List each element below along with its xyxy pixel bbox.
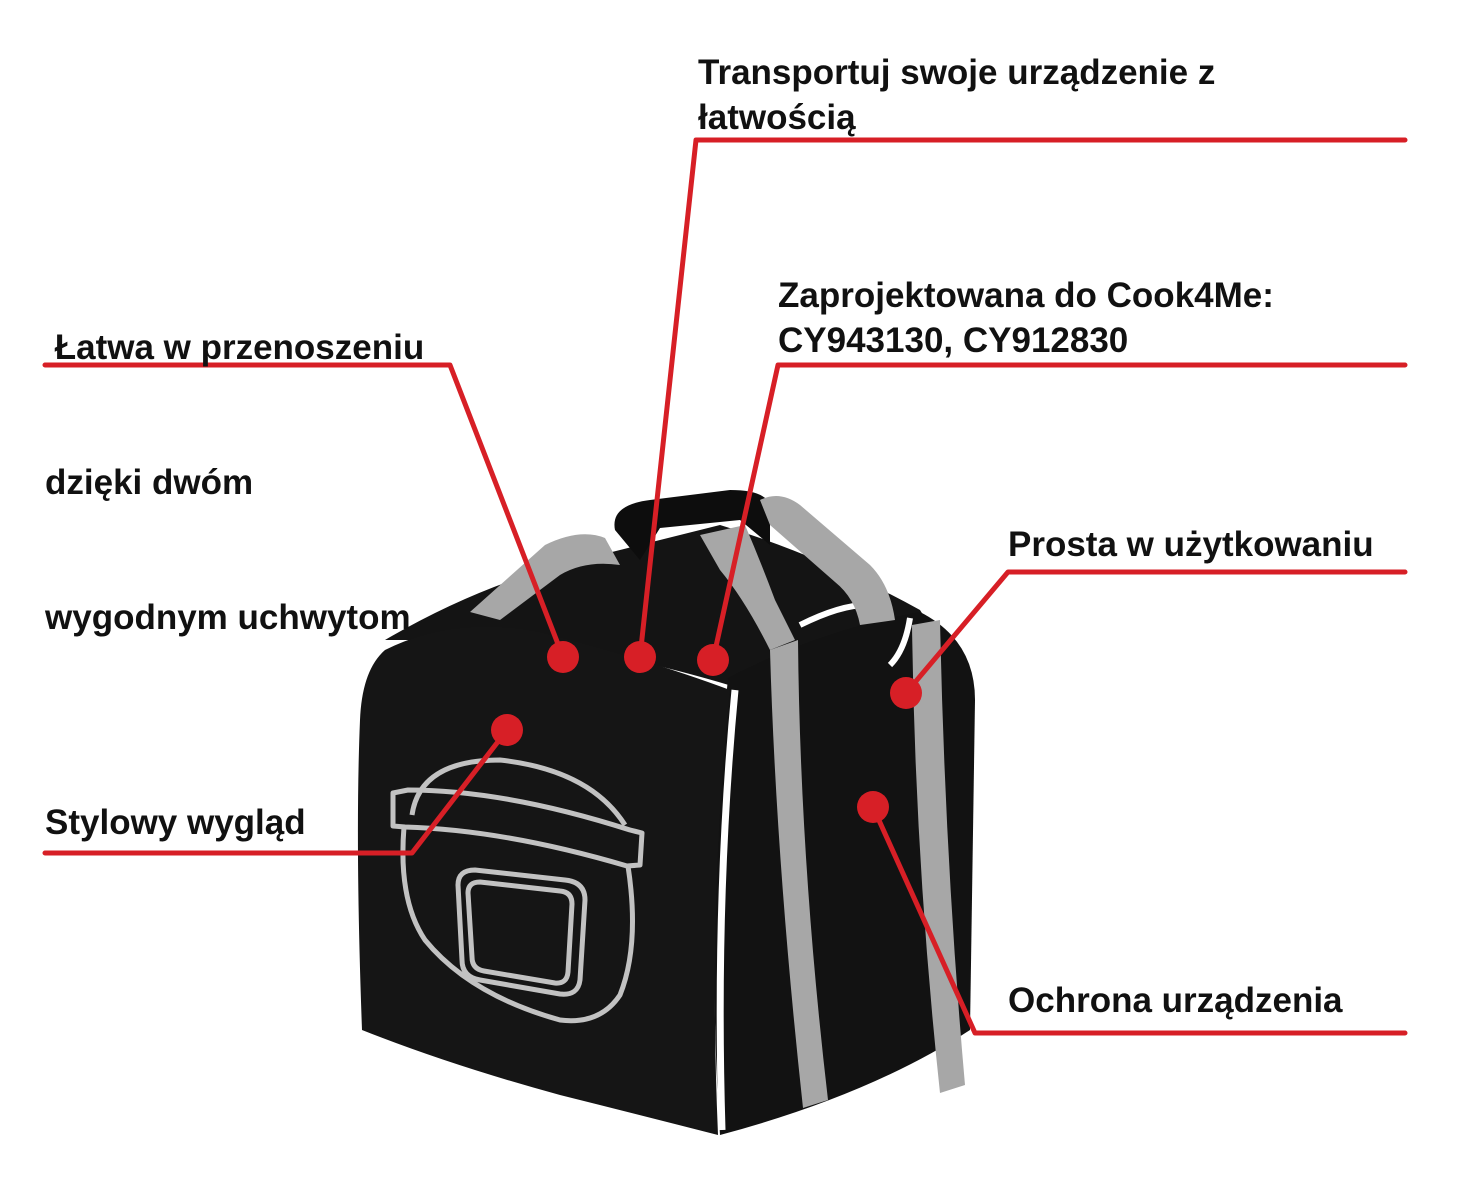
cooker-outline-icon xyxy=(390,757,645,1024)
callout-line-designed xyxy=(710,362,1408,663)
strap-left-icon xyxy=(470,534,620,620)
callout-text: łatwością xyxy=(698,98,856,137)
zipper-trim xyxy=(716,689,739,1131)
callout-line-handles xyxy=(42,362,566,660)
callout-dot-designed xyxy=(697,644,729,676)
back-handle-icon xyxy=(614,490,770,560)
callout-dot-protection xyxy=(857,791,889,823)
strap-top-icon xyxy=(760,496,895,625)
callout-dots xyxy=(491,641,922,823)
callout-dot-handles xyxy=(547,641,579,673)
callout-text: CY943130, CY912830 xyxy=(778,321,1129,360)
callout-line-simple xyxy=(903,569,1408,696)
callout-dot-simple xyxy=(890,677,922,709)
callout-text: Transportuj swoje urządzenie z xyxy=(698,53,1216,92)
callout-text: dzięki dwóm xyxy=(45,463,254,502)
callout-line-style xyxy=(42,727,510,856)
strap-front-vertical-icon xyxy=(770,640,828,1108)
callout-line-protection xyxy=(870,804,1408,1036)
callout-text: Zaprojektowana do Cook4Me: xyxy=(778,276,1274,315)
callout-label-protection: Ochrona urządzenia xyxy=(1008,978,1343,1023)
strap-center-icon xyxy=(700,525,795,650)
callout-label-transport: Transportuj swoje urządzenie z łatwością xyxy=(698,50,1215,140)
zipper-trim-side xyxy=(887,617,913,668)
callout-text: Prosta w użytkowaniu xyxy=(1008,525,1374,564)
callout-label-simple: Prosta w użytkowaniu xyxy=(1008,522,1374,567)
callout-text: Stylowy wygląd xyxy=(45,803,306,842)
carry-bag xyxy=(357,490,975,1135)
callout-text: wygodnym uchwytom xyxy=(45,598,411,637)
callout-text: Ochrona urządzenia xyxy=(1008,981,1343,1020)
bag-front xyxy=(357,626,730,1135)
callout-line-transport xyxy=(637,137,1408,660)
callout-label-handles: Łatwa w przenoszeniu dzięki dwóm wygodny… xyxy=(45,235,424,685)
callout-text: Łatwa w przenoszeniu xyxy=(45,328,425,367)
callout-dot-style xyxy=(491,714,523,746)
callout-label-designed: Zaprojektowana do Cook4Me: CY943130, CY9… xyxy=(778,273,1274,363)
callout-label-style: Stylowy wygląd xyxy=(45,800,306,845)
strap-side-vertical-icon xyxy=(912,620,965,1093)
callout-dot-transport xyxy=(624,641,656,673)
callout-lines xyxy=(42,137,1408,1036)
